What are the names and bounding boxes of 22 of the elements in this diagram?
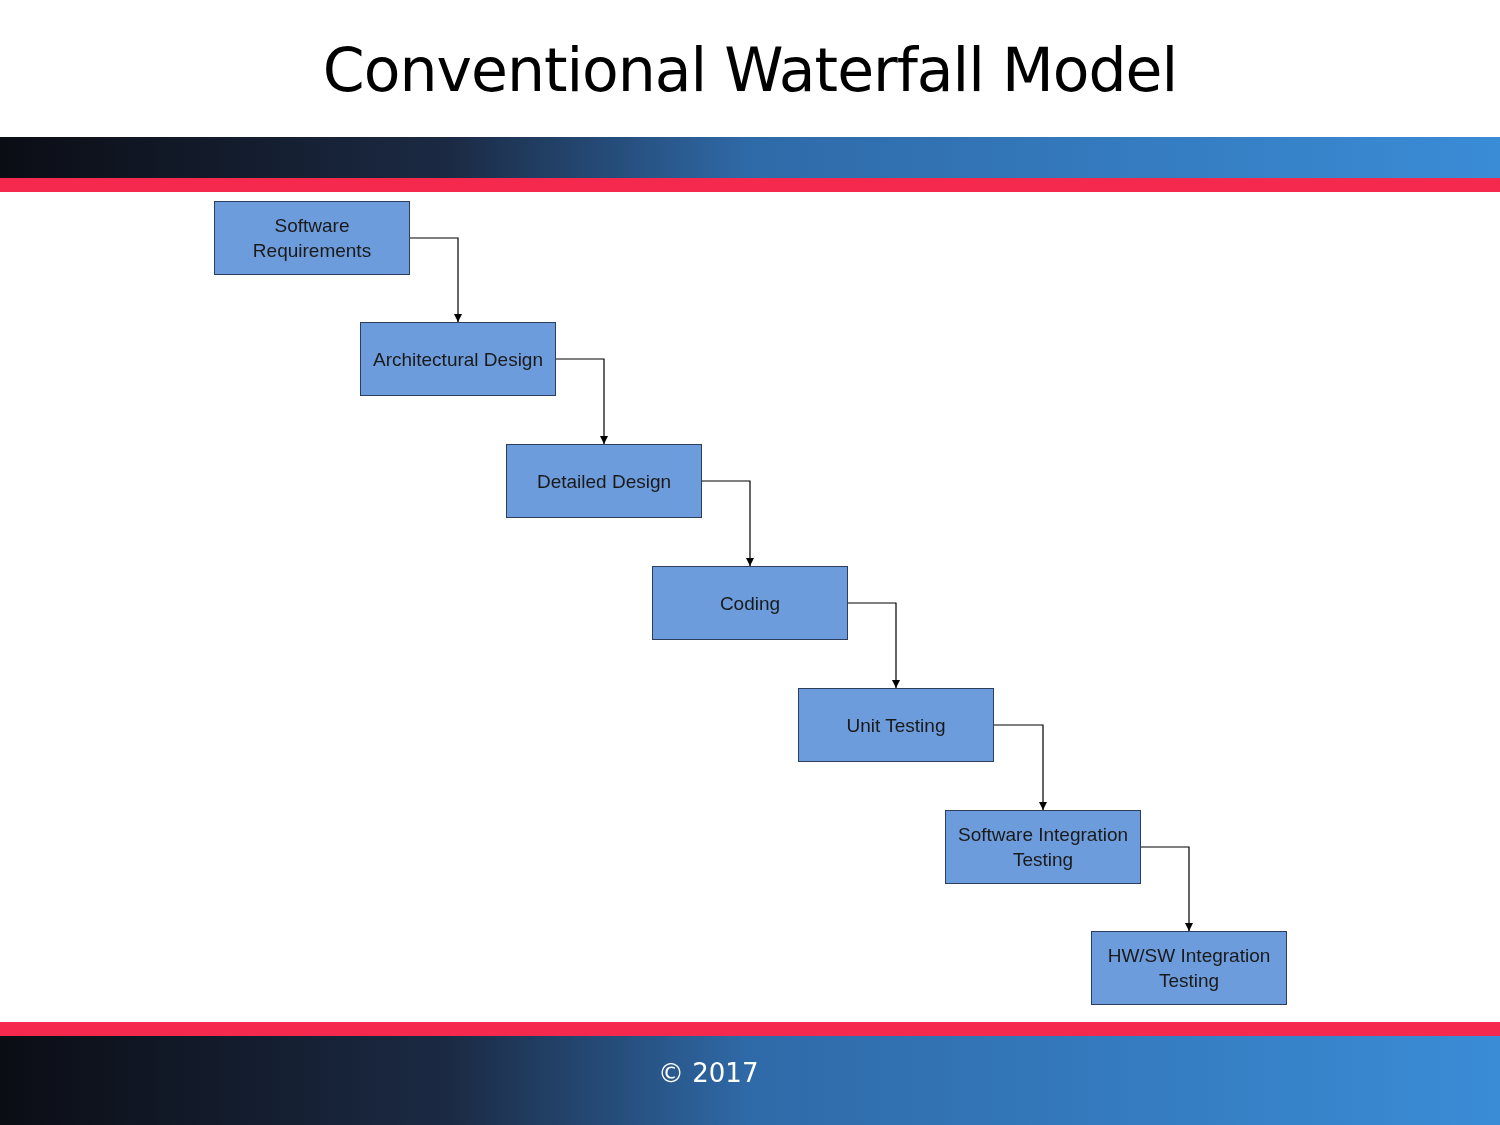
- process-box: [360, 322, 556, 396]
- process-box: [798, 688, 994, 762]
- box-label: Software Integration Testing: [956, 823, 1129, 872]
- box-label: Unit Testing: [845, 713, 947, 738]
- arrow: [847, 602, 900, 689]
- title: Conventional Waterfall Model: [322, 34, 1178, 107]
- box-label: HW/SW Integration Testing: [1106, 944, 1272, 993]
- process-box: [1091, 931, 1287, 1005]
- box-label: Architectural Design: [372, 347, 544, 372]
- process-box: [652, 566, 848, 640]
- process-box: [506, 444, 702, 518]
- process-box: [214, 201, 410, 275]
- arrow: [1140, 846, 1193, 932]
- box-label: Coding: [718, 591, 782, 616]
- arrow: [409, 237, 462, 323]
- arrow: [701, 480, 754, 567]
- arrow: [993, 724, 1047, 811]
- copyright-text: © 2017: [658, 1058, 759, 1088]
- process-box: [945, 810, 1141, 884]
- box-label: Detailed Design: [535, 469, 673, 494]
- arrow: [555, 358, 608, 445]
- box-label: Software Requirements: [251, 214, 373, 263]
